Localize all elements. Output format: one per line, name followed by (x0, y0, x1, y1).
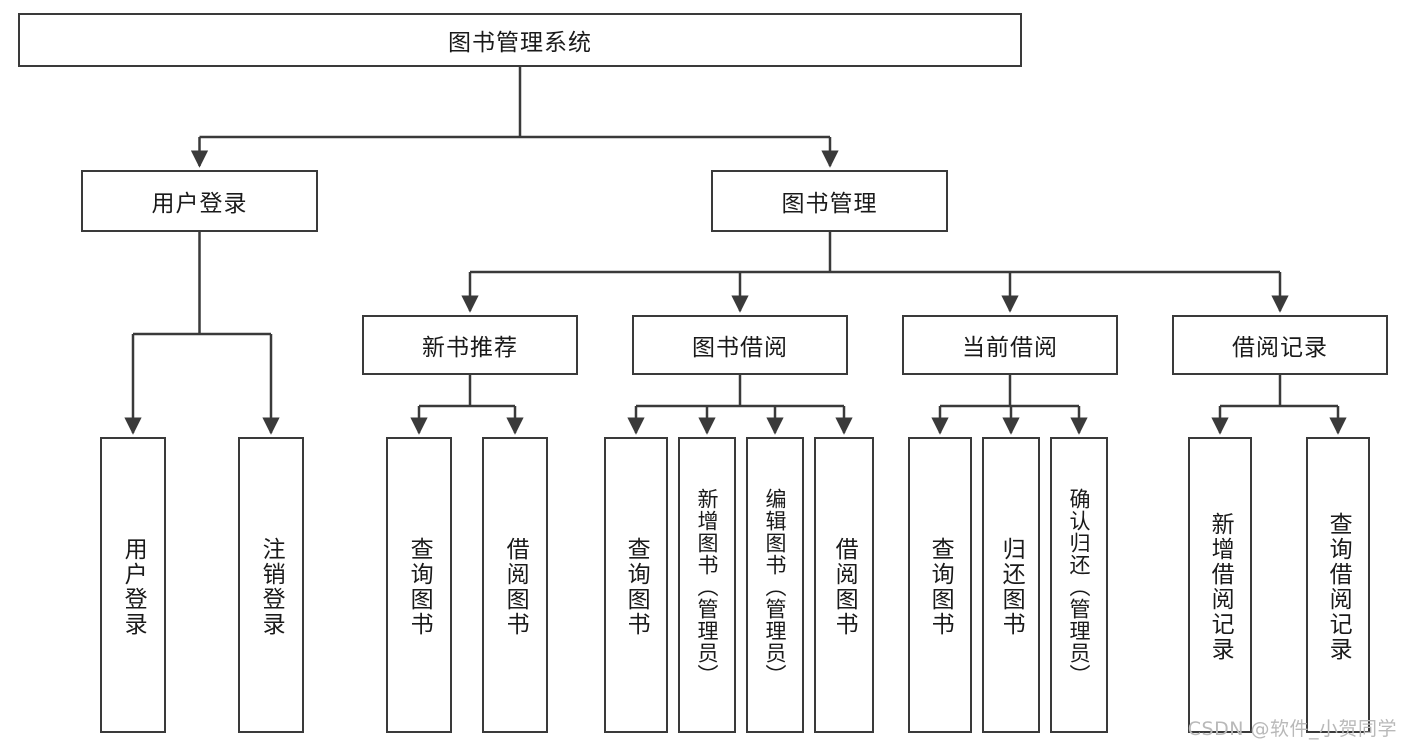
node-leaf-borrow-book[interactable]: 借阅图书 (814, 437, 874, 733)
node-book-management[interactable]: 图书管理 (711, 170, 948, 232)
node-leaf-edit-book-admin-label: 编辑图书（管理员） (763, 488, 788, 686)
node-user-login-label: 用户登录 (151, 191, 248, 217)
node-book-borrow-label: 图书借阅 (692, 335, 788, 361)
node-leaf-borrow-book-label: 借阅图书 (831, 537, 858, 637)
node-leaf-user-logout-label: 注销登录 (258, 537, 285, 637)
node-current-borrow[interactable]: 当前借阅 (902, 315, 1118, 375)
node-leaf-query-book-rec-label: 查询图书 (406, 537, 433, 637)
node-root-system[interactable]: 图书管理系统 (18, 13, 1022, 67)
node-borrow-records[interactable]: 借阅记录 (1172, 315, 1388, 375)
node-new-book-recommend[interactable]: 新书推荐 (362, 315, 578, 375)
node-book-management-label: 图书管理 (781, 191, 878, 217)
node-leaf-confirm-return-admin-label: 确认归还（管理员） (1067, 488, 1092, 686)
node-leaf-return-book[interactable]: 归还图书 (982, 437, 1040, 733)
node-root-label: 图书管理系统 (448, 30, 592, 56)
node-leaf-add-borrow-record[interactable]: 新增借阅记录 (1188, 437, 1252, 733)
node-leaf-query-book-current[interactable]: 查询图书 (908, 437, 972, 733)
node-leaf-user-login-label: 用户登录 (120, 537, 147, 637)
node-leaf-add-book-admin-label: 新增图书（管理员） (695, 488, 720, 686)
node-leaf-edit-book-admin[interactable]: 编辑图书（管理员） (746, 437, 804, 733)
node-leaf-confirm-return-admin[interactable]: 确认归还（管理员） (1050, 437, 1108, 733)
node-leaf-return-book-label: 归还图书 (998, 537, 1025, 637)
node-leaf-user-logout[interactable]: 注销登录 (238, 437, 304, 733)
node-leaf-borrow-book-rec[interactable]: 借阅图书 (482, 437, 548, 733)
node-leaf-query-borrow-record-label: 查询借阅记录 (1325, 512, 1352, 662)
node-user-login[interactable]: 用户登录 (81, 170, 318, 232)
node-leaf-query-borrow-record[interactable]: 查询借阅记录 (1306, 437, 1370, 733)
node-new-book-recommend-label: 新书推荐 (422, 335, 518, 361)
node-leaf-user-login[interactable]: 用户登录 (100, 437, 166, 733)
node-leaf-query-book-rec[interactable]: 查询图书 (386, 437, 452, 733)
node-current-borrow-label: 当前借阅 (962, 335, 1058, 361)
node-borrow-records-label: 借阅记录 (1232, 335, 1328, 361)
node-leaf-add-book-admin[interactable]: 新增图书（管理员） (678, 437, 736, 733)
node-leaf-add-borrow-record-label: 新增借阅记录 (1207, 512, 1234, 662)
node-leaf-query-book-borrow-label: 查询图书 (623, 537, 650, 637)
node-book-borrow[interactable]: 图书借阅 (632, 315, 848, 375)
node-leaf-query-book-current-label: 查询图书 (927, 537, 954, 637)
node-leaf-borrow-book-rec-label: 借阅图书 (502, 537, 529, 637)
watermark-text: CSDN @软件_小贺同学 (1187, 718, 1397, 740)
node-leaf-query-book-borrow[interactable]: 查询图书 (604, 437, 668, 733)
